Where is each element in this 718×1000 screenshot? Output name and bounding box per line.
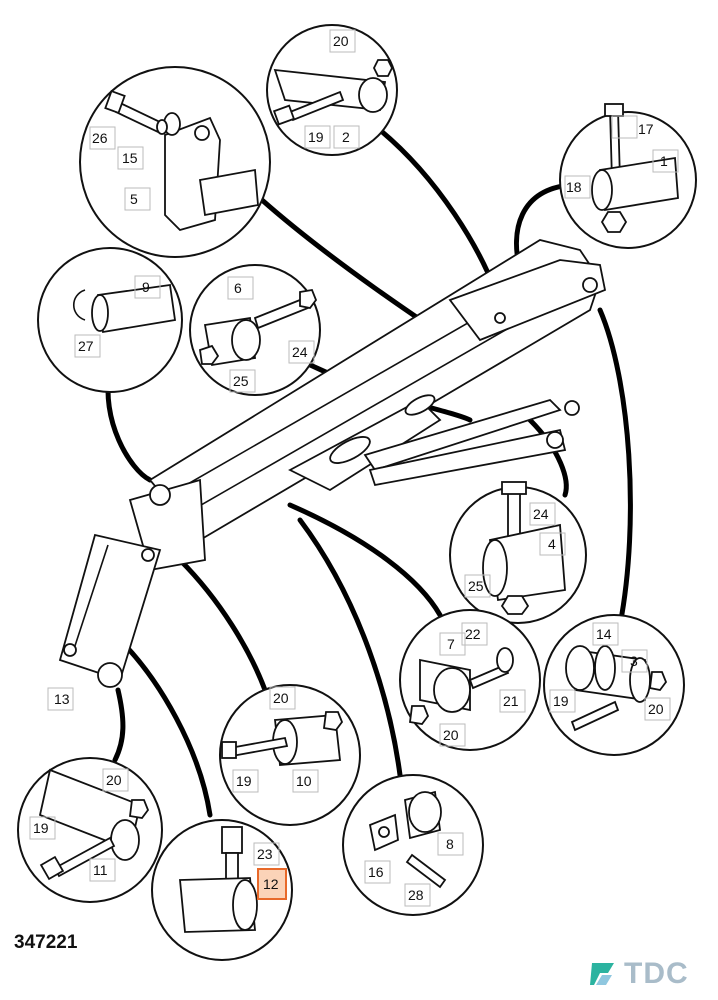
callout-23: 23: [257, 846, 273, 862]
callout-19: 19: [236, 773, 252, 789]
callout-12-highlighted[interactable]: 12: [263, 876, 279, 892]
catalog-number: 347221: [14, 932, 78, 953]
callout-10: 10: [296, 773, 312, 789]
callout-1: 1: [660, 153, 668, 169]
callout-25: 25: [468, 578, 484, 594]
callout-15: 15: [122, 150, 138, 166]
callout-13: 13: [54, 691, 70, 707]
boom-assembly: [58, 239, 607, 688]
callout-7: 7: [447, 636, 455, 652]
brand-logo: TDC: [588, 957, 689, 991]
callout-25: 25: [233, 373, 249, 389]
callout-3: 3: [630, 653, 638, 669]
callout-20: 20: [333, 33, 349, 49]
callout-17: 17: [638, 121, 654, 137]
callout-24: 24: [533, 506, 549, 522]
callout-20: 20: [106, 772, 122, 788]
callout-16: 16: [368, 864, 384, 880]
callout-22: 22: [465, 626, 481, 642]
callout-4: 4: [548, 536, 556, 552]
callout-8: 8: [446, 836, 454, 852]
detail-parts: [38, 59, 679, 933]
callout-24: 24: [292, 344, 308, 360]
callout-19: 19: [553, 693, 569, 709]
callout-11: 11: [93, 862, 108, 878]
callout-19: 19: [33, 820, 49, 836]
detail-circle-8-16-28: [342, 774, 484, 916]
callout-19: 19: [308, 129, 324, 145]
callout-20: 20: [648, 701, 664, 717]
callout-28: 28: [408, 887, 424, 903]
callout-14: 14: [596, 626, 612, 642]
brand-name: TDC: [624, 957, 689, 990]
callout-21: 21: [503, 693, 519, 709]
highlighted-callout-box[interactable]: [257, 868, 287, 900]
callout-6: 6: [234, 280, 242, 296]
callout-labels: 20 17 1 18 26 15 5 19 2 9 27 6 24 25 24 …: [33, 33, 668, 903]
callout-5: 5: [130, 191, 138, 207]
tdc-logo-icon: [590, 963, 614, 985]
callout-18: 18: [566, 179, 582, 195]
callout-26: 26: [92, 130, 108, 146]
callout-boxes: [29, 29, 679, 907]
callout-20: 20: [273, 690, 289, 706]
callout-20: 20: [443, 727, 459, 743]
callout-2: 2: [342, 129, 350, 145]
callout-27: 27: [78, 338, 94, 354]
callout-9: 9: [142, 279, 150, 295]
